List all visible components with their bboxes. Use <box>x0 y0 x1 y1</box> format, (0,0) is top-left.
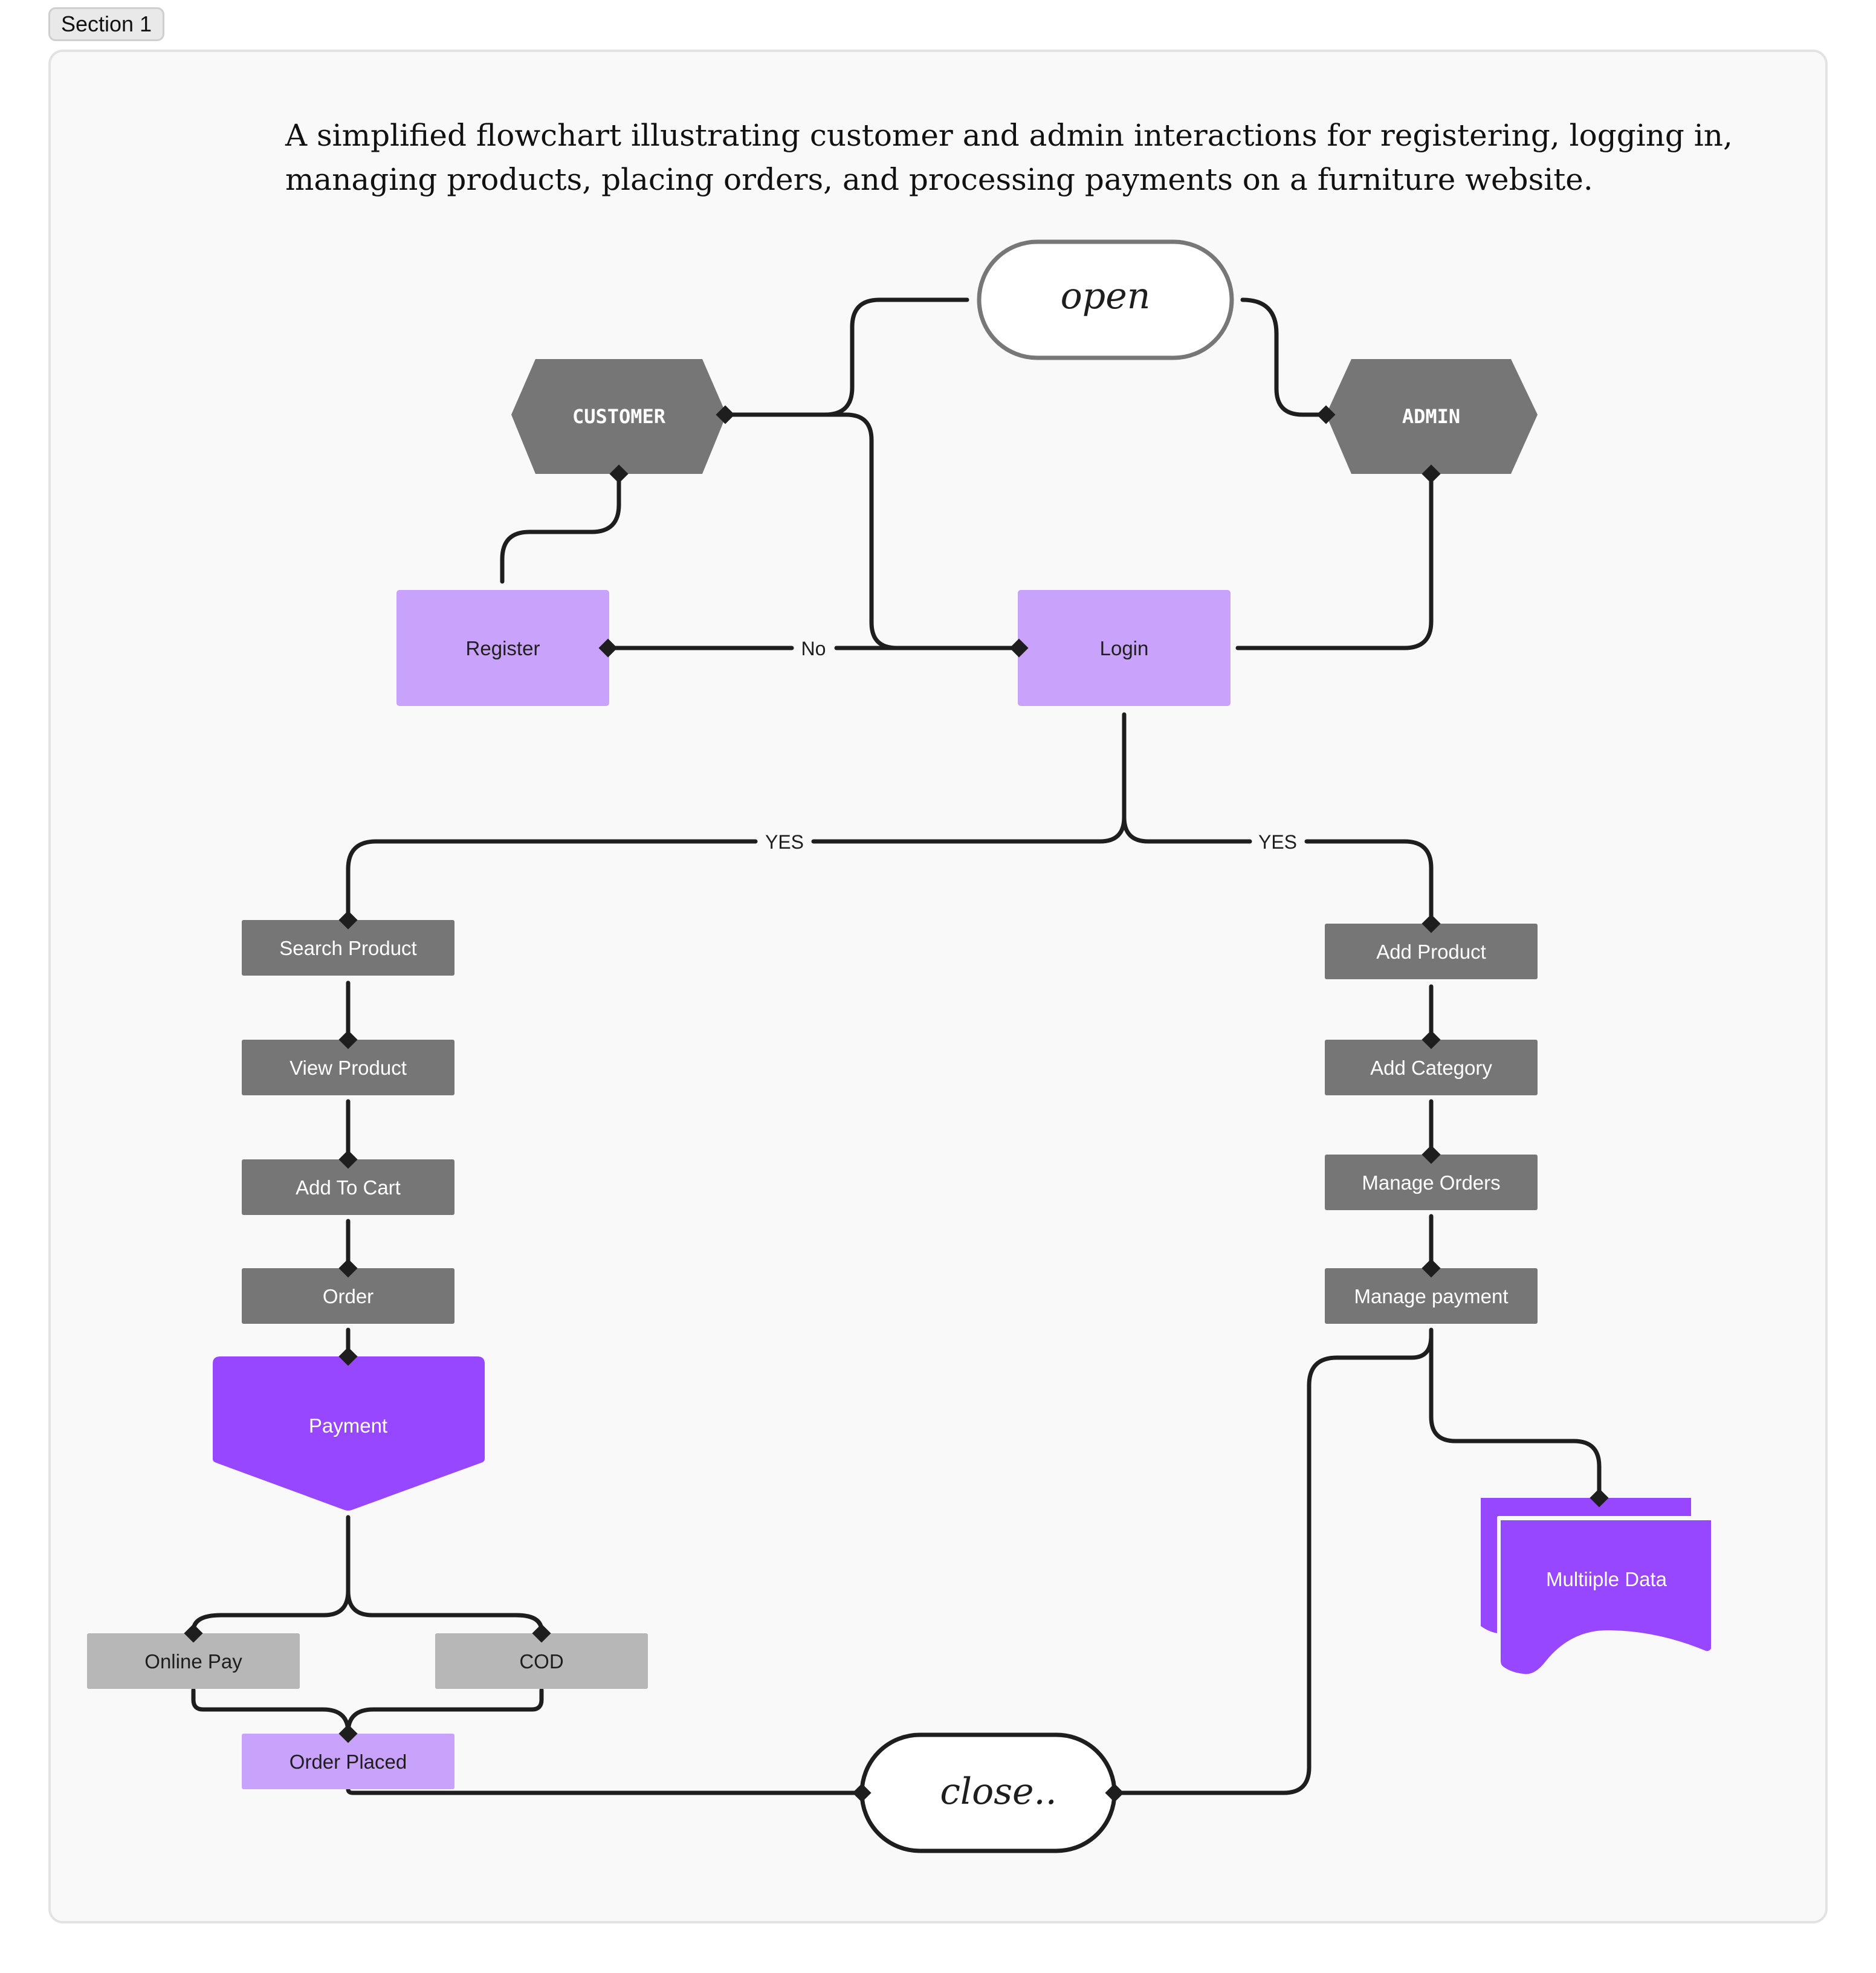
edges <box>191 297 1602 1795</box>
node-add-product[interactable]: Add Product <box>1325 924 1538 979</box>
connector-dot <box>338 1347 358 1366</box>
edge-open-customer <box>723 297 969 417</box>
connector-dot <box>1422 1259 1441 1278</box>
node-manage-payment[interactable]: Manage payment <box>1325 1268 1538 1324</box>
node-online-pay[interactable]: Online Pay <box>87 1633 300 1689</box>
admin-label: ADMIN <box>1402 405 1460 428</box>
connector-dot <box>1422 464 1441 484</box>
edge-payment-cod <box>346 1589 544 1633</box>
edge-open-admin <box>1240 297 1328 417</box>
edge-orderplaced-close <box>346 1787 864 1795</box>
edge-managepayment-close <box>1113 1333 1434 1795</box>
diagram-description: A simplified flowchart illustrating cust… <box>285 118 1733 197</box>
edge-payment-split <box>191 1515 351 1633</box>
node-add-to-cart[interactable]: Add To Cart <box>242 1159 454 1215</box>
connector-dot <box>852 1783 872 1803</box>
edge-label-yes-admin: YES <box>1258 831 1297 853</box>
order-placed-label: Order Placed <box>289 1751 407 1773</box>
edge-login-admin <box>1235 471 1434 650</box>
edge-label-no: No <box>801 638 826 659</box>
node-close[interactable]: close.. <box>859 1732 1117 1853</box>
connector-dot <box>184 1624 203 1643</box>
connector-dot <box>1105 1783 1124 1803</box>
edge-cod-orderplaced <box>346 1688 544 1735</box>
manage-payment-label: Manage payment <box>1354 1285 1509 1307</box>
online-pay-label: Online Pay <box>144 1650 242 1673</box>
connector-dot <box>532 1624 551 1643</box>
customer-label: CUSTOMER <box>572 405 666 428</box>
search-product-label: Search Product <box>279 937 416 959</box>
edge-label-yes-customer: YES <box>765 831 804 853</box>
node-customer[interactable]: CUSTOMER <box>511 359 726 474</box>
connector-dots <box>184 405 1609 1803</box>
connector-dot <box>338 1724 358 1743</box>
node-payment[interactable]: Payment <box>213 1356 485 1511</box>
login-label: Login <box>1100 637 1149 659</box>
connector-dot <box>338 1259 358 1278</box>
edge-login-yes-admin <box>1122 815 1434 926</box>
node-order-placed[interactable]: Order Placed <box>242 1734 454 1789</box>
node-search-product[interactable]: Search Product <box>242 920 454 976</box>
connector-dot <box>1422 1030 1441 1049</box>
connector-dot <box>1422 1145 1441 1164</box>
edge-onlinepay-orderplaced <box>191 1688 351 1735</box>
edge-customer-register <box>500 471 621 584</box>
node-manage-orders[interactable]: Manage Orders <box>1325 1155 1538 1210</box>
node-admin[interactable]: ADMIN <box>1326 359 1538 474</box>
view-product-label: View Product <box>289 1057 407 1079</box>
connector-dot <box>1009 638 1029 658</box>
add-to-cart-label: Add To Cart <box>296 1176 401 1199</box>
connector-dot <box>1422 914 1441 933</box>
register-label: Register <box>466 637 540 659</box>
node-add-category[interactable]: Add Category <box>1325 1040 1538 1095</box>
connector-dot <box>1316 405 1336 424</box>
edge-customer-login <box>723 412 1021 650</box>
edge-managepayment-multipledata <box>1429 1327 1602 1500</box>
node-view-product[interactable]: View Product <box>242 1040 454 1095</box>
node-order[interactable]: Order <box>242 1268 454 1324</box>
manage-orders-label: Manage Orders <box>1362 1171 1500 1194</box>
close-label: close.. <box>940 1771 1056 1813</box>
node-login[interactable]: Login <box>1018 590 1231 706</box>
order-label: Order <box>323 1285 374 1307</box>
cod-label: COD <box>519 1650 563 1673</box>
node-cod[interactable]: COD <box>435 1633 648 1689</box>
add-category-label: Add Category <box>1370 1057 1492 1079</box>
edge-login-yes-split <box>346 712 1127 922</box>
node-multiple-data[interactable]: Multiiple Data <box>1481 1498 1715 1678</box>
multiple-data-label: Multiiple Data <box>1546 1568 1667 1590</box>
section-label[interactable]: Section 1 <box>48 7 164 41</box>
node-register[interactable]: Register <box>396 590 609 706</box>
add-product-label: Add Product <box>1376 941 1486 963</box>
connector-dot <box>1590 1488 1609 1508</box>
open-label: open <box>1061 275 1151 317</box>
node-open[interactable]: open <box>977 239 1234 360</box>
payment-label: Payment <box>309 1414 387 1437</box>
